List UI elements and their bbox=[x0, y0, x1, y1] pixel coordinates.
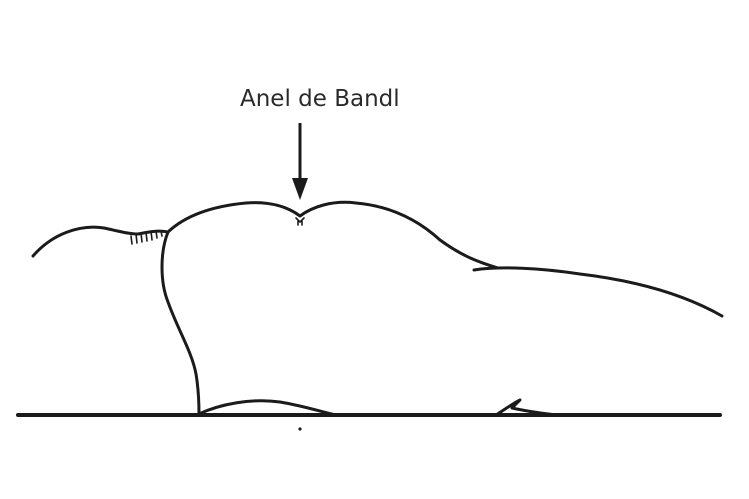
pointer-arrow bbox=[292, 123, 308, 200]
bottom-right-peak bbox=[494, 398, 558, 417]
fray-texture bbox=[130, 230, 163, 245]
ring-notch bbox=[295, 217, 305, 226]
bottom-hump bbox=[197, 399, 338, 417]
annotation-label: Anel de Bandl bbox=[240, 86, 400, 112]
left-contour bbox=[31, 225, 170, 258]
body-left-side bbox=[160, 230, 201, 416]
base-dot bbox=[298, 427, 302, 431]
lower-segment-contour bbox=[472, 266, 724, 318]
upper-segment-contour bbox=[166, 200, 500, 270]
